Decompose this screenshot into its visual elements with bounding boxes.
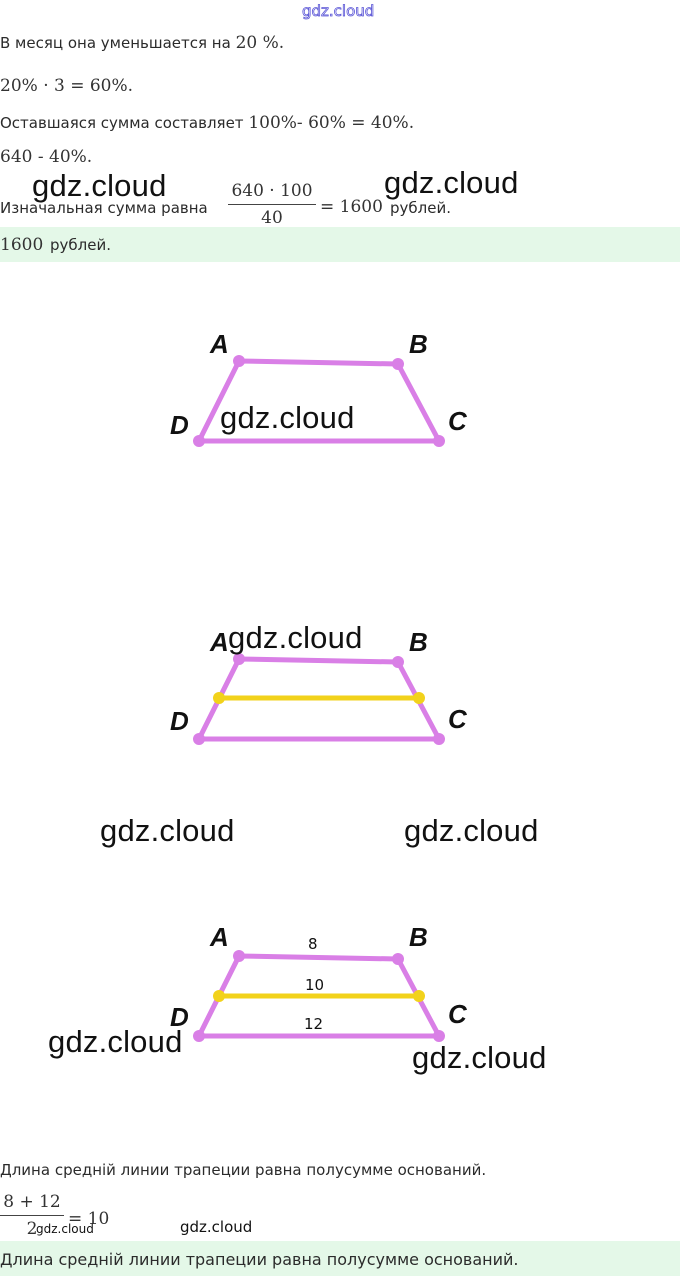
fraction-1: 640 · 100 40 (228, 181, 316, 227)
vertex-a-dot (233, 653, 245, 665)
answer-box-1: 1600 рублей. (0, 227, 680, 262)
fraction-2-denominator: 2 (26, 1219, 38, 1238)
watermark: gdz.cloud (180, 1218, 253, 1236)
line5-unit: рублей. (390, 199, 451, 217)
label-top-base: 8 (308, 935, 318, 953)
watermark: gdz.cloud (404, 813, 539, 848)
vertex-c-dot (433, 733, 445, 745)
vertex-d-dot (193, 435, 205, 447)
midpoint-right-dot (413, 990, 425, 1002)
vertex-b-dot (392, 358, 404, 370)
vertex-c-dot (433, 435, 445, 447)
line5-text: Изначальная сумма равна (0, 199, 208, 217)
label-d: D (170, 1002, 189, 1032)
vertex-d-dot (193, 1030, 205, 1042)
label-c: C (448, 999, 468, 1029)
fraction-2-equals: = 10 (68, 1209, 110, 1229)
label-d: D (170, 410, 189, 440)
trapezoid-figure-2: A B C D (170, 627, 468, 745)
label-midline: 10 (305, 976, 324, 994)
label-b: B (409, 627, 428, 657)
watermark: gdz.cloud (48, 1024, 183, 1059)
watermark: gdz.cloud (228, 620, 363, 655)
vertex-c-dot (433, 1030, 445, 1042)
solution-line-2: 20% · 3 = 60%. (0, 76, 134, 96)
label-c: C (448, 704, 468, 734)
line1-text: В месяц она уменьшается на (0, 34, 231, 52)
solution-line-4: 640 - 40%. (0, 147, 93, 167)
watermark: gdz.cloud (412, 1040, 547, 1075)
watermark: gdz.cloud (100, 813, 235, 848)
label-c: C (448, 406, 468, 436)
watermark: gdz.cloud (220, 400, 355, 435)
label-d: D (170, 706, 189, 736)
vertex-b-dot (392, 953, 404, 965)
fraction-2: 8 + 12 2 (0, 1192, 64, 1238)
fraction-2-numerator: 8 + 12 (3, 1192, 61, 1212)
solution-line-1: В месяц она уменьшается на 20 %. (0, 33, 284, 53)
line5-equals: = 1600 (320, 197, 383, 217)
solution-2-statement: Длина средній линии трапеции равна полус… (0, 1161, 487, 1179)
watermark: gdz.cloud (384, 165, 519, 200)
midpoint-right-dot (413, 692, 425, 704)
label-b: B (409, 922, 428, 952)
solution-line-3: Оставшаяся сумма составляет 100%- 60% = … (0, 113, 414, 133)
vertex-a-dot (233, 950, 245, 962)
answer-1-text: рублей. (50, 236, 111, 254)
watermark: gdz.cloud (36, 1222, 94, 1236)
watermark: gdz.cloud (32, 168, 167, 203)
answer-box-2: Длина средній линии трапеции равна полус… (0, 1241, 680, 1276)
vertex-d-dot (193, 733, 205, 745)
line3-text: Оставшаяся сумма составляет (0, 114, 244, 132)
label-b: B (409, 329, 428, 359)
fraction-1-denominator: 40 (261, 208, 283, 227)
line3-math: 100%- 60% = 40%. (248, 113, 415, 133)
fraction-2-bar (0, 1215, 64, 1216)
label-a: A (209, 922, 229, 952)
trapezoid-figure-3: A B C D 8 10 12 (170, 922, 468, 1042)
label-a: A (209, 329, 229, 359)
fraction-1-numerator: 640 · 100 (231, 181, 313, 201)
fraction-1-bar (228, 204, 316, 205)
answer-2-text: Длина средній линии трапеции равна полус… (0, 1250, 519, 1269)
line1-math: 20 %. (235, 33, 285, 53)
trapezoid-figure-1: A B C D (170, 329, 468, 447)
midpoint-left-dot (213, 990, 225, 1002)
midpoint-left-dot (213, 692, 225, 704)
watermark-top: gdz.cloud (302, 2, 375, 21)
answer-1-math: 1600 (0, 235, 44, 255)
label-a: A (209, 627, 229, 657)
label-bottom-base: 12 (304, 1015, 323, 1033)
vertex-b-dot (392, 656, 404, 668)
vertex-a-dot (233, 355, 245, 367)
